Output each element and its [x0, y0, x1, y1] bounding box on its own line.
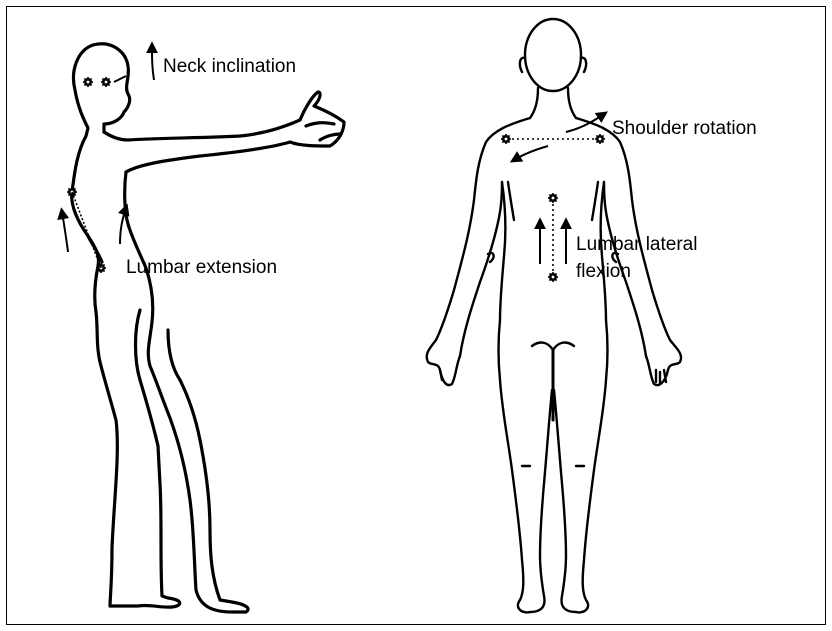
- arrow-icon: [566, 114, 604, 132]
- side-view-figure: [72, 44, 344, 612]
- neck-inclination-label: Neck inclination: [163, 55, 296, 79]
- arrow-icon: [62, 212, 68, 252]
- arrow-icon: [120, 208, 126, 244]
- neck-marker-group: [83, 46, 154, 87]
- marker-gear-icon: [501, 134, 511, 144]
- back-view-figure: [427, 19, 681, 612]
- marker-gear-icon: [101, 77, 111, 87]
- marker-gear-icon: [595, 134, 605, 144]
- arrow-icon: [152, 46, 154, 80]
- lumbar-lateral-marker-group: [540, 193, 566, 282]
- marker-gear-icon: [548, 193, 558, 203]
- lumbar-extension-label: Lumbar extension: [126, 256, 277, 280]
- lumbar-lateral-flexion-label: Lumbar lateral flexion: [576, 231, 697, 285]
- marker-gear-icon: [83, 77, 93, 87]
- shoulder-marker-group: [501, 114, 605, 160]
- marker-gear-icon: [548, 272, 558, 282]
- arrow-icon: [514, 146, 548, 160]
- shoulder-rotation-label: Shoulder rotation: [612, 117, 757, 141]
